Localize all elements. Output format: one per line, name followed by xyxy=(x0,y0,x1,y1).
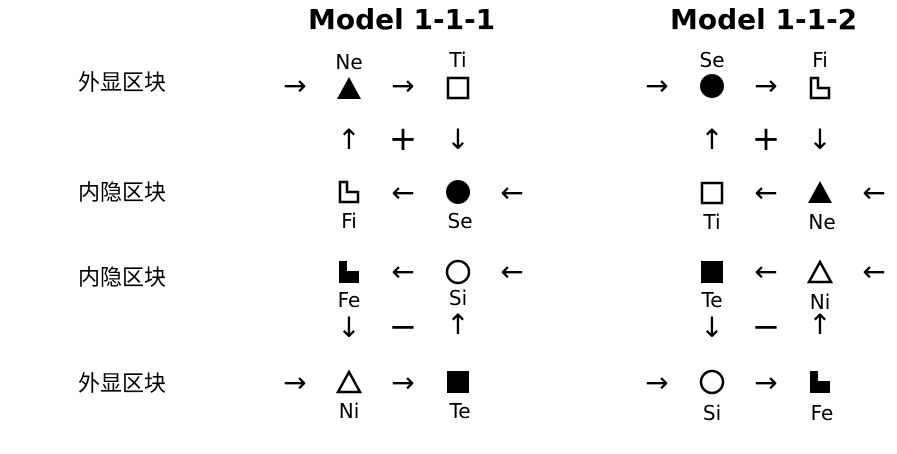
filled-square-icon xyxy=(698,258,726,286)
arrow-right-icon: → xyxy=(283,69,307,102)
row-label-explicit-bottom: 外显区块 xyxy=(78,372,167,397)
arrow-down-icon: ↓ xyxy=(446,123,470,156)
arrow-up-icon: ↑ xyxy=(700,123,724,156)
arrow-left-icon: ← xyxy=(391,255,415,288)
filled-l-shape-icon xyxy=(806,368,834,396)
arrow-right-icon: → xyxy=(283,366,307,399)
element-label: Fe xyxy=(337,288,361,312)
arrow-left-icon: ← xyxy=(754,255,778,288)
open-triangle-icon xyxy=(335,368,363,396)
open-square-icon xyxy=(444,74,472,102)
open-circle-icon xyxy=(698,368,726,396)
arrow-left-icon: ← xyxy=(754,176,778,209)
element-label: Si xyxy=(448,286,468,310)
arrow-down-icon: ↓ xyxy=(337,311,361,344)
row-label-explicit-top: 外显区块 xyxy=(78,71,167,96)
element-label: Se xyxy=(699,48,725,72)
element-label: Ni xyxy=(809,290,831,314)
element-label: Te xyxy=(701,288,723,312)
arrow-left-icon: ← xyxy=(500,176,524,209)
arrow-right-icon: → xyxy=(754,69,778,102)
minus-operator: − xyxy=(751,307,781,347)
plus-operator: + xyxy=(751,119,781,159)
arrow-right-icon: → xyxy=(391,69,415,102)
element-label: Ti xyxy=(703,210,721,234)
filled-circle-icon xyxy=(444,178,472,206)
arrow-left-icon: ← xyxy=(862,176,886,209)
element-label: Ne xyxy=(808,210,836,234)
arrow-up-icon: ↑ xyxy=(446,308,470,341)
open-triangle-icon xyxy=(806,258,834,286)
arrow-right-icon: → xyxy=(391,366,415,399)
model-1-1-2-title: Model 1-1-2 xyxy=(670,3,858,36)
open-square-icon xyxy=(698,179,726,207)
filled-l-shape-icon xyxy=(335,258,363,286)
element-label: Si xyxy=(702,401,722,425)
element-label: Se xyxy=(447,209,473,233)
element-label: Te xyxy=(449,399,471,423)
filled-square-icon xyxy=(444,368,472,396)
element-label: Fi xyxy=(812,48,828,72)
element-label: Ne xyxy=(335,50,363,74)
plus-operator: + xyxy=(388,119,418,159)
arrow-left-icon: ← xyxy=(500,255,524,288)
filled-triangle-icon xyxy=(335,74,363,102)
element-label: Ti xyxy=(449,48,467,72)
arrow-down-icon: ↓ xyxy=(700,311,724,344)
arrow-left-icon: ← xyxy=(391,176,415,209)
model-1-1-1-title: Model 1-1-1 xyxy=(308,3,496,36)
open-circle-icon xyxy=(444,258,472,286)
row-label-implicit-upper: 内隐区块 xyxy=(78,181,167,206)
minus-operator: − xyxy=(388,307,418,347)
arrow-left-icon: ← xyxy=(862,255,886,288)
filled-triangle-icon xyxy=(806,178,834,206)
arrow-down-icon: ↓ xyxy=(808,123,832,156)
filled-circle-icon xyxy=(698,72,726,100)
arrow-right-icon: → xyxy=(645,69,669,102)
arrow-up-icon: ↑ xyxy=(337,123,361,156)
open-l-shape-icon xyxy=(806,74,834,102)
element-label: Ni xyxy=(338,399,360,423)
row-label-implicit-lower: 内隐区块 xyxy=(78,266,167,291)
element-label: Fe xyxy=(810,401,834,425)
open-l-shape-icon xyxy=(335,178,363,206)
element-label: Fi xyxy=(341,209,357,233)
arrow-right-icon: → xyxy=(754,366,778,399)
arrow-right-icon: → xyxy=(645,366,669,399)
arrow-up-icon: ↑ xyxy=(808,308,832,341)
